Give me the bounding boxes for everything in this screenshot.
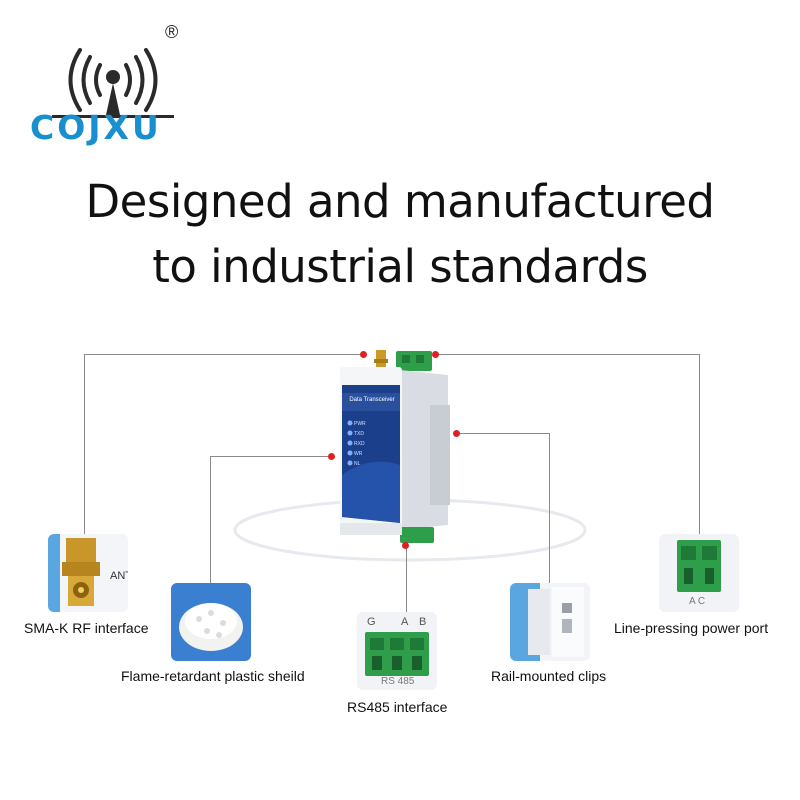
line-power-v (699, 354, 700, 534)
plastic-thumbnail (171, 583, 251, 661)
caption-plastic: Flame-retardant plastic sheild (121, 668, 305, 684)
sma-thumbnail: ANT (48, 534, 128, 612)
marker-power (432, 351, 439, 358)
power-marking: A C (689, 596, 706, 607)
line-power-h (436, 354, 699, 355)
device-label: Data Transceiver (349, 397, 395, 403)
brand-name: COJXU (30, 108, 162, 147)
caption-sma: SMA-K RF interface (24, 620, 149, 636)
brand-logo-icon (52, 48, 174, 118)
line-plastic-h (210, 456, 332, 457)
caption-rail: Rail-mounted clips (491, 668, 607, 684)
marker-rs485 (402, 542, 409, 549)
caption-power: Line-pressing power port (614, 620, 769, 636)
led-labels: PWR TXD RXD WR NL (354, 419, 366, 469)
caption-rs485: RS485 interface (347, 699, 448, 715)
rs485-pin-a: A (401, 616, 409, 628)
rs485-pin-b: B (419, 616, 427, 628)
registered-mark: ® (165, 22, 179, 42)
marker-sma (360, 351, 367, 358)
plastic-pellets-icon (179, 603, 243, 651)
rail-clip-icon (510, 583, 584, 661)
power-thumbnail: A C (659, 534, 739, 612)
rs485-marking: RS 485 (381, 676, 415, 687)
rs485-thumbnail: G A B RS 485 (357, 612, 437, 690)
line-rail-h (456, 433, 549, 434)
led-label-wr: WR (354, 451, 363, 457)
line-rail-v (549, 433, 550, 583)
data-transceiver-device (340, 350, 450, 543)
line-rs485-v (406, 546, 407, 612)
marker-rail (453, 430, 460, 437)
power-terminal-icon (677, 540, 721, 592)
led-label-rxd: RXD (354, 441, 365, 447)
led-label-pwr: PWR (354, 421, 366, 427)
line-plastic-v (210, 456, 211, 584)
line-sma-v (84, 354, 85, 534)
led-label-nl: NL (354, 461, 361, 467)
rs485-terminal-icon (365, 632, 429, 676)
line-sma-h (84, 354, 364, 355)
headline-line-1: Designed and manufactured (85, 175, 715, 228)
rs485-pin-g: G (367, 616, 376, 628)
rail-thumbnail (510, 583, 590, 661)
led-label-txd: TXD (354, 431, 364, 437)
sma-connector-icon (48, 534, 100, 612)
marker-plastic (328, 453, 335, 460)
sma-marking: ANT (110, 570, 128, 582)
headline-line-2: to industrial standards (152, 240, 648, 293)
